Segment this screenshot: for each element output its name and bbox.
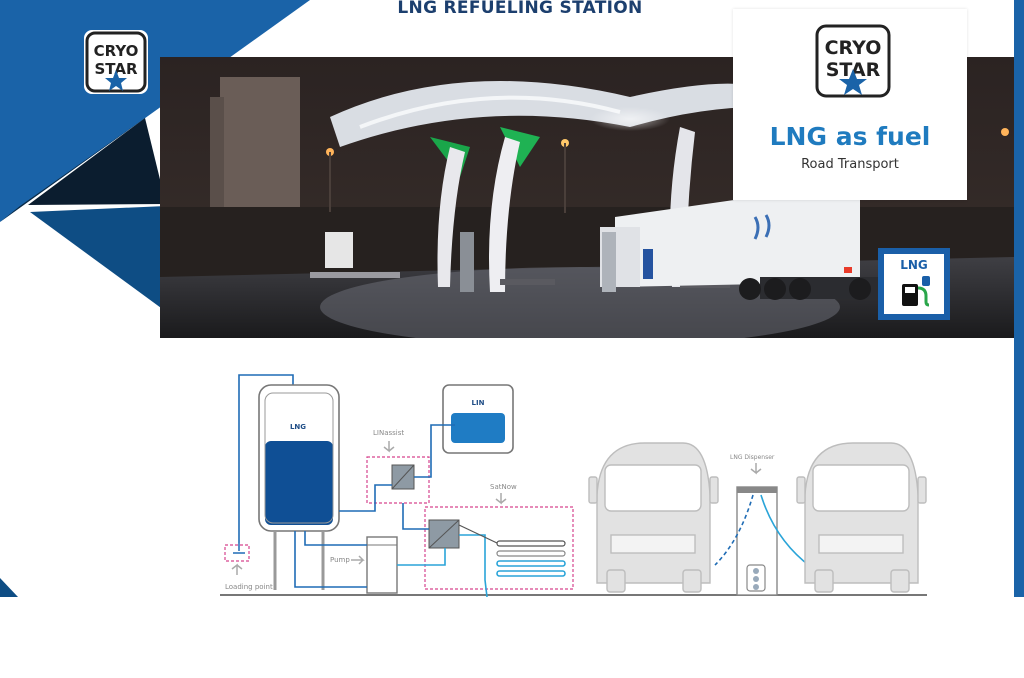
- cryostar-logo: CRYO STAR: [815, 24, 891, 98]
- page-title: LNG REFUELING STATION: [397, 0, 643, 18]
- card-heading: LNG as fuel: [769, 122, 931, 151]
- brand-card: CRYO STAR LNG as fuel Road Transport: [733, 9, 967, 200]
- truck-front-right: [796, 442, 927, 593]
- loading-point-label: Loading point: [225, 583, 273, 591]
- station-photo: [160, 57, 1014, 338]
- cryostar-logo-small: CRYO STAR: [84, 30, 148, 94]
- card-logo-line1: CRYO: [825, 37, 882, 59]
- lin-tank-label: LIN: [472, 399, 485, 407]
- pump-label: Pump: [330, 556, 350, 564]
- linassist-label: LINassist: [373, 429, 404, 437]
- star-icon: [105, 70, 127, 91]
- satnow-label: SatNow: [490, 483, 517, 491]
- truck-front-left: [588, 442, 719, 593]
- decorative-triangles: [0, 0, 310, 597]
- process-diagram: Loading point LNG LIN LINassist SatNow: [220, 374, 927, 597]
- right-edge-strip: [1014, 0, 1024, 597]
- logo-line2: STAR: [94, 60, 137, 78]
- arrow-up-icon: [231, 563, 243, 575]
- star-icon: [839, 69, 867, 95]
- fuel-pump-icon: [902, 276, 930, 307]
- brochure-page: LNG REFUELING STATION CRYO STAR: [0, 0, 1024, 597]
- lng-tank-label: LNG: [290, 423, 306, 431]
- arrow-down-icon: [750, 463, 762, 475]
- card-subheading: Road Transport: [801, 157, 899, 172]
- logo-line1: CRYO: [94, 42, 139, 60]
- arrow-right-icon: [351, 555, 365, 565]
- sign-label: LNG: [900, 258, 928, 272]
- arrow-down-icon: [383, 441, 395, 453]
- lng-fuel-sign: LNG: [878, 248, 950, 320]
- dispenser-label: LNG Dispenser: [730, 454, 775, 461]
- arrow-down-icon: [495, 493, 507, 505]
